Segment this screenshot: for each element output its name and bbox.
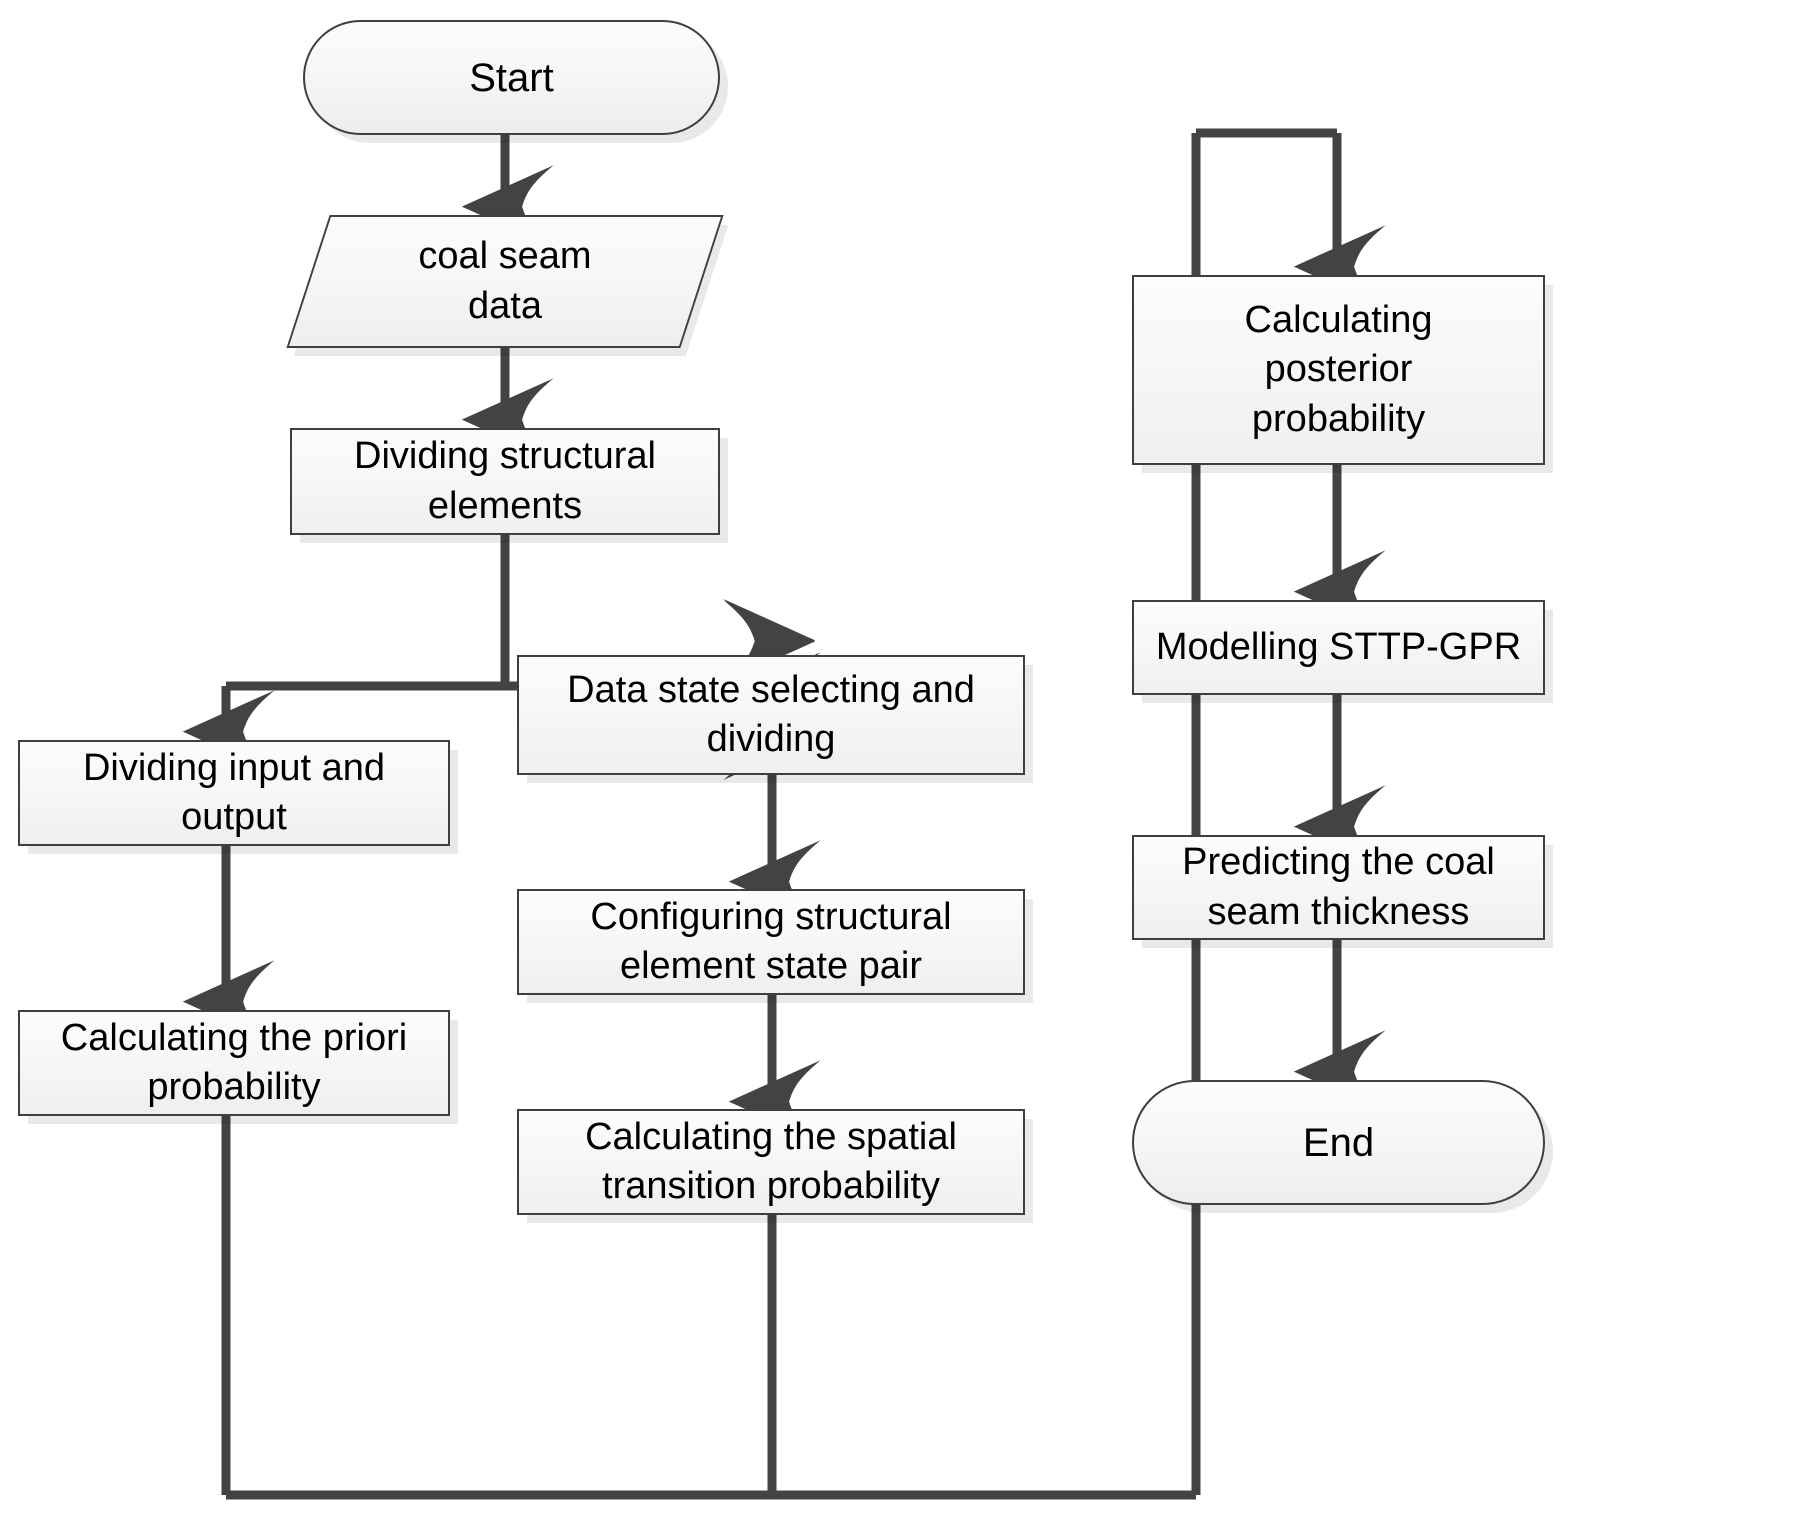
node-modelling-sttp-gpr[interactable]: Modelling STTP-GPR (1132, 600, 1545, 695)
node-data-state-selecting-and-dividing-label: Data state selecting and dividing (567, 668, 975, 760)
node-predicting-coal-seam-thickness-label: Predicting the coal seam thickness (1182, 841, 1495, 933)
node-dividing-input-and-output[interactable]: Dividing input and output (18, 740, 450, 846)
node-calculating-spatial-transition-probability-label: Calculating the spatial transition proba… (585, 1115, 957, 1207)
node-dividing-structural-elements[interactable]: Dividing structural elements (290, 428, 720, 535)
node-configuring-structural-element-state-pair-label: Configuring structural element state pai… (590, 895, 952, 987)
node-end[interactable]: End (1132, 1080, 1545, 1205)
node-calculating-spatial-transition-probability[interactable]: Calculating the spatial transition proba… (517, 1109, 1025, 1215)
node-calculating-priori-probability-label: Calculating the priori probability (60, 1016, 408, 1108)
node-dividing-structural-elements-label: Dividing structural elements (354, 435, 656, 527)
node-configuring-structural-element-state-pair[interactable]: Configuring structural element state pai… (517, 889, 1025, 995)
node-calculating-posterior-probability-label: Calculating posterior probability (1244, 298, 1433, 440)
node-dividing-input-and-output-label: Dividing input and output (82, 746, 386, 838)
node-modelling-sttp-gpr-label: Modelling STTP-GPR (1155, 625, 1522, 668)
node-start[interactable]: Start (303, 20, 720, 135)
node-calculating-priori-probability[interactable]: Calculating the priori probability (18, 1010, 450, 1116)
node-predicting-coal-seam-thickness[interactable]: Predicting the coal seam thickness (1132, 835, 1545, 940)
node-calculating-posterior-probability[interactable]: Calculating posterior probability (1132, 275, 1545, 465)
node-data-state-selecting-and-dividing[interactable]: Data state selecting and dividing (517, 655, 1025, 775)
node-start-label: Start (469, 55, 554, 100)
node-coal-seam-data-label: coal seam data (418, 235, 592, 327)
node-end-label: End (1302, 1120, 1375, 1165)
node-coal-seam-data[interactable]: coal seam data (286, 215, 724, 348)
